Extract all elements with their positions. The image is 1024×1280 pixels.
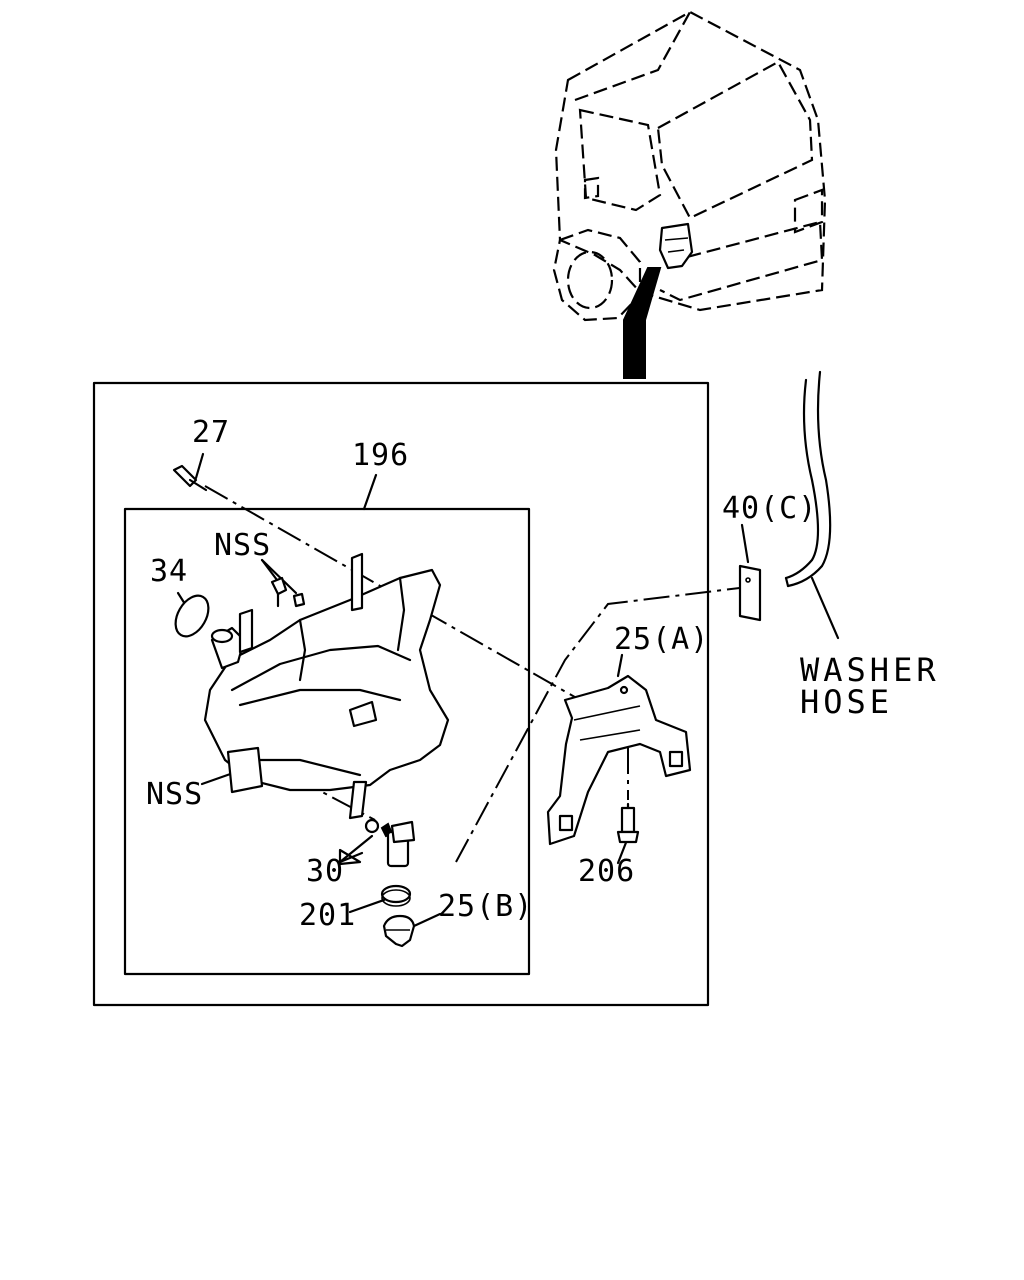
label-part-25a: 25(A) [614, 622, 710, 657]
label-part-30: 30 [306, 854, 345, 889]
washer-hose [784, 370, 832, 588]
pad-40c [738, 564, 762, 622]
label-nss-top: NSS [214, 528, 272, 563]
label-part-25b: 25(B) [438, 889, 534, 924]
label-nss-left: NSS [146, 777, 204, 812]
label-part-196: 196 [352, 438, 410, 473]
bolt-206 [616, 802, 640, 844]
truck-cab-illustration [552, 10, 827, 379]
label-part-34: 34 [150, 554, 189, 589]
cap-34 [174, 594, 210, 638]
washer-tank [203, 552, 450, 820]
assembly-196-frame [123, 507, 531, 976]
leader-lines [176, 452, 840, 928]
nss-fittings [270, 576, 306, 608]
bracket-25a [546, 674, 692, 846]
bolt-27 [172, 464, 208, 492]
washer-pump-30 [338, 818, 416, 868]
label-washer-hose-line2: HOSE [800, 683, 894, 721]
label-part-201: 201 [299, 898, 357, 933]
label-part-40c: 40(C) [722, 491, 818, 526]
label-part-27: 27 [192, 415, 231, 450]
detail-frame [92, 381, 710, 1007]
grommet-201 [380, 884, 412, 907]
clamp-25b [382, 914, 416, 948]
label-washer-hose-line1: WASHER [800, 651, 940, 689]
label-part-206: 206 [578, 854, 636, 889]
